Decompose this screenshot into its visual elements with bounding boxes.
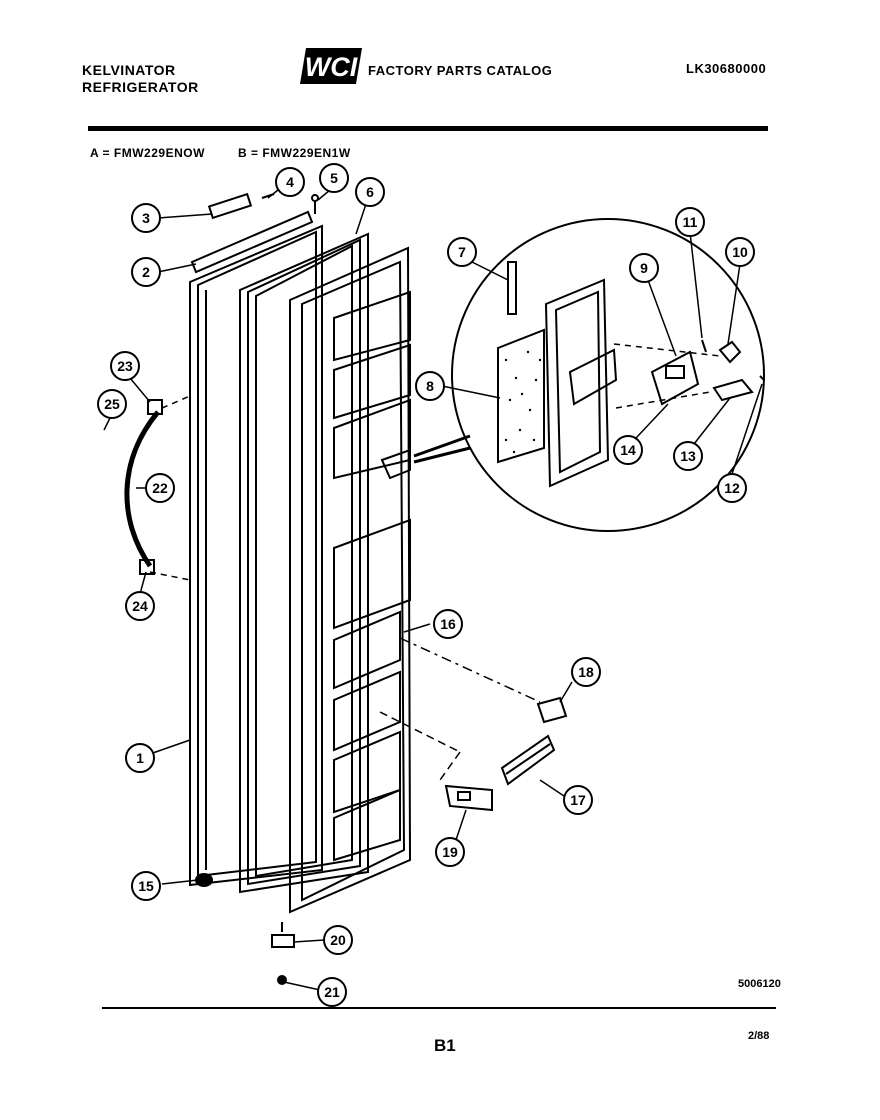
- svg-text:24: 24: [132, 598, 148, 614]
- svg-text:11: 11: [683, 214, 698, 230]
- callouts: 1 2 3 4 5 6 7 8 9 10 11 12 13 14 15 16 1…: [97, 163, 755, 1007]
- callout-25: 25: [97, 389, 127, 419]
- callout-3: 3: [131, 203, 161, 233]
- callout-16: 16: [433, 609, 463, 639]
- callout-24: 24: [125, 591, 155, 621]
- callout-11: 11: [675, 207, 705, 237]
- leader-lines: [103, 189, 763, 991]
- detail-circle: [451, 218, 765, 532]
- callout-9: 9: [629, 253, 659, 283]
- callout-4: 4: [275, 167, 305, 197]
- callout-10: 10: [725, 237, 755, 267]
- wci-logo: WCI: [300, 48, 362, 84]
- catalog-number: LK30680000: [686, 61, 767, 76]
- svg-text:12: 12: [724, 480, 740, 496]
- callout-15: 15: [131, 871, 161, 901]
- drawing-code: 5006120: [738, 978, 781, 990]
- callout-5: 5: [319, 163, 349, 193]
- callout-13: 13: [673, 441, 703, 471]
- callout-12: 12: [717, 473, 747, 503]
- svg-text:21: 21: [324, 984, 340, 1000]
- svg-text:20: 20: [330, 932, 346, 948]
- svg-text:18: 18: [578, 664, 594, 680]
- svg-text:16: 16: [440, 616, 456, 632]
- svg-text:5: 5: [330, 170, 338, 186]
- brand-line-1: KELVINATOR: [82, 62, 176, 78]
- logo-text: WCI: [305, 52, 358, 82]
- footer-rule: [102, 1007, 776, 1009]
- catalog-title: FACTORY PARTS CATALOG: [368, 63, 553, 78]
- callout-14: 14: [613, 435, 643, 465]
- model-a: A = FMW229ENOW: [90, 146, 205, 160]
- svg-text:14: 14: [620, 442, 636, 458]
- svg-text:13: 13: [680, 448, 696, 464]
- door-liner-frame: [239, 232, 369, 894]
- svg-text:8: 8: [426, 378, 434, 394]
- callout-22: 22: [145, 473, 175, 503]
- door-handle: [124, 395, 191, 581]
- svg-text:25: 25: [104, 396, 120, 412]
- svg-text:7: 7: [458, 244, 466, 260]
- svg-text:15: 15: [138, 878, 154, 894]
- svg-text:17: 17: [570, 792, 586, 808]
- callout-6: 6: [355, 177, 385, 207]
- svg-text:1: 1: [136, 750, 144, 766]
- callout-8: 8: [415, 371, 445, 401]
- callout-19: 19: [435, 837, 465, 867]
- svg-text:3: 3: [142, 210, 150, 226]
- callout-21: 21: [317, 977, 347, 1007]
- svg-text:6: 6: [366, 184, 374, 200]
- page-number: B1: [434, 1036, 456, 1055]
- svg-text:23: 23: [117, 358, 133, 374]
- svg-text:10: 10: [732, 244, 748, 260]
- callout-20: 20: [323, 925, 353, 955]
- svg-text:2: 2: [142, 264, 150, 280]
- shelf-parts: [379, 637, 568, 812]
- svg-text:22: 22: [152, 480, 168, 496]
- callout-17: 17: [563, 785, 593, 815]
- svg-text:9: 9: [640, 260, 648, 276]
- callout-2: 2: [131, 257, 161, 287]
- revision-date: 2/88: [748, 1030, 770, 1042]
- top-hinge-parts: [207, 192, 319, 220]
- callout-7: 7: [447, 237, 477, 267]
- door-outer-panel: [189, 224, 323, 887]
- header-rule: [88, 126, 768, 131]
- brand-line-2: REFRIGERATOR: [82, 79, 199, 95]
- model-b: B = FMW229EN1W: [238, 146, 351, 160]
- bottom-hinge-parts: [195, 873, 295, 985]
- callout-1: 1: [125, 743, 155, 773]
- door-inner-liner: [289, 246, 412, 914]
- callout-23: 23: [110, 351, 140, 381]
- svg-text:19: 19: [442, 844, 458, 860]
- door-gasket: [190, 210, 314, 274]
- svg-text:4: 4: [286, 174, 294, 190]
- callout-18: 18: [571, 657, 601, 687]
